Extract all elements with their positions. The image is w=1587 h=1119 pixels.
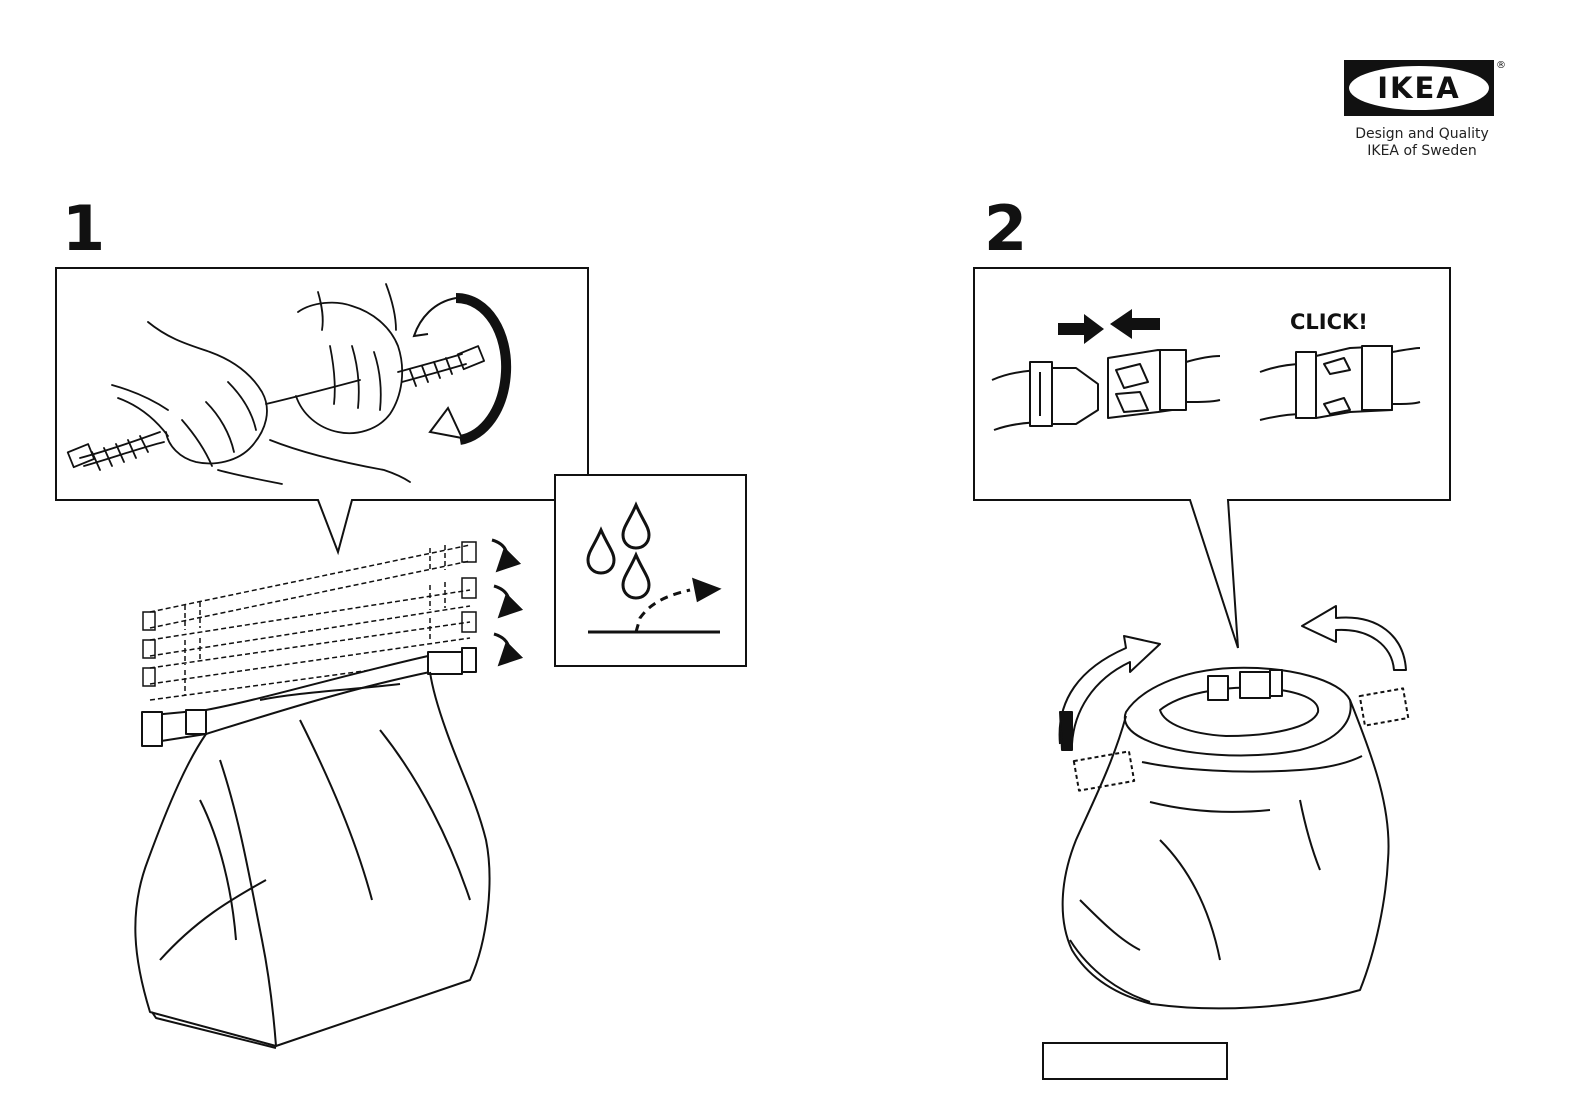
step-1-number: 1	[62, 198, 105, 260]
tagline-line-1: Design and Quality	[1332, 126, 1512, 143]
dry-bag-step2-drawing	[1063, 668, 1409, 1009]
dry-bag-step1-drawing	[135, 648, 489, 1048]
step-2-number: 2	[984, 198, 1027, 260]
water-repellent-icon	[555, 475, 746, 666]
tagline-line-2: IKEA of Sweden	[1332, 143, 1512, 160]
ikea-logo-text: IKEA	[1377, 71, 1461, 105]
roll-down-arrows-icon	[492, 540, 509, 660]
click-callout-text: CLICK!	[1290, 310, 1368, 334]
ikea-logo-mark: IKEA ®	[1343, 58, 1513, 122]
rolled-strap-positions-drawing	[143, 542, 476, 700]
brand-tagline: Design and Quality IKEA of Sweden	[1332, 126, 1512, 160]
blank-label-box	[1042, 1042, 1228, 1080]
registered-mark: ®	[1496, 60, 1506, 71]
step2-callout-frame	[974, 268, 1450, 648]
ikea-logo: IKEA ®	[1343, 58, 1513, 126]
